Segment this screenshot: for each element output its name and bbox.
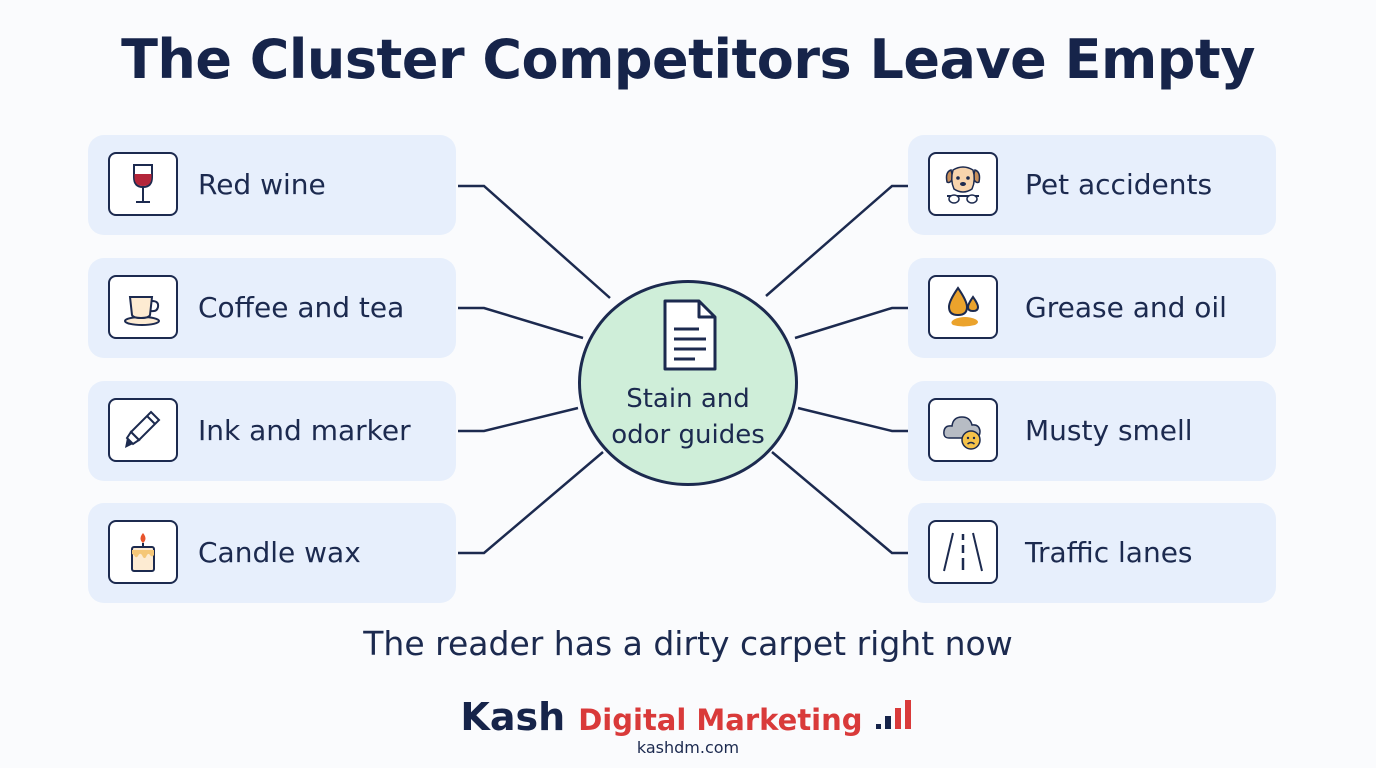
connector-line <box>458 184 611 299</box>
diagram-title: The Cluster Competitors Leave Empty <box>121 28 1255 91</box>
brand-name-digital-marketing: Digital Marketing <box>578 703 863 737</box>
hub-label-line: odor guides <box>611 420 765 450</box>
cluster-card-red-wine: Red wine <box>88 135 456 235</box>
cluster-label: Musty smell <box>1025 414 1193 447</box>
cluster-card-ink-marker: Ink and marker <box>88 381 456 481</box>
brand-url: kashdm.com <box>636 738 740 757</box>
connector-line <box>797 406 908 433</box>
musty-cloud-icon <box>928 398 998 462</box>
connector-line <box>458 451 604 555</box>
cluster-label: Pet accidents <box>1025 168 1213 201</box>
connector-line <box>771 451 908 555</box>
hub-label: Stain and odor guides <box>581 381 795 453</box>
cluster-card-grease-oil: Grease and oil <box>908 258 1276 358</box>
oil-drop-icon <box>928 275 998 339</box>
connector-line <box>794 306 908 340</box>
cluster-label: Red wine <box>198 168 326 201</box>
wine-glass-icon <box>108 152 178 216</box>
brand-logo: Kash Digital Marketing <box>0 695 1376 739</box>
cluster-card-musty-smell: Musty smell <box>908 381 1276 481</box>
cluster-label: Ink and marker <box>198 414 411 447</box>
candle-icon <box>108 520 178 584</box>
cluster-card-candle-wax: Candle wax <box>88 503 456 603</box>
bar-chart-logo-icon <box>875 700 911 729</box>
connector-line <box>458 306 584 340</box>
cluster-label: Traffic lanes <box>1025 536 1193 569</box>
hub-circle: Stain and odor guides <box>578 280 798 486</box>
connector-line <box>765 184 908 297</box>
cluster-label: Grease and oil <box>1025 291 1227 324</box>
connector-line <box>458 406 579 433</box>
subtitle: The reader has a dirty carpet right now <box>363 624 1013 663</box>
road-icon <box>928 520 998 584</box>
cluster-card-coffee-tea: Coffee and tea <box>88 258 456 358</box>
cluster-card-pet-accidents: Pet accidents <box>908 135 1276 235</box>
hub-label-line: Stain and <box>626 384 750 414</box>
coffee-cup-icon <box>108 275 178 339</box>
marker-icon <box>108 398 178 462</box>
document-icon <box>663 299 717 371</box>
dog-icon <box>928 152 998 216</box>
cluster-card-traffic-lanes: Traffic lanes <box>908 503 1276 603</box>
brand-name-kash: Kash <box>460 695 566 739</box>
cluster-label: Candle wax <box>198 536 361 569</box>
cluster-label: Coffee and tea <box>198 291 405 324</box>
